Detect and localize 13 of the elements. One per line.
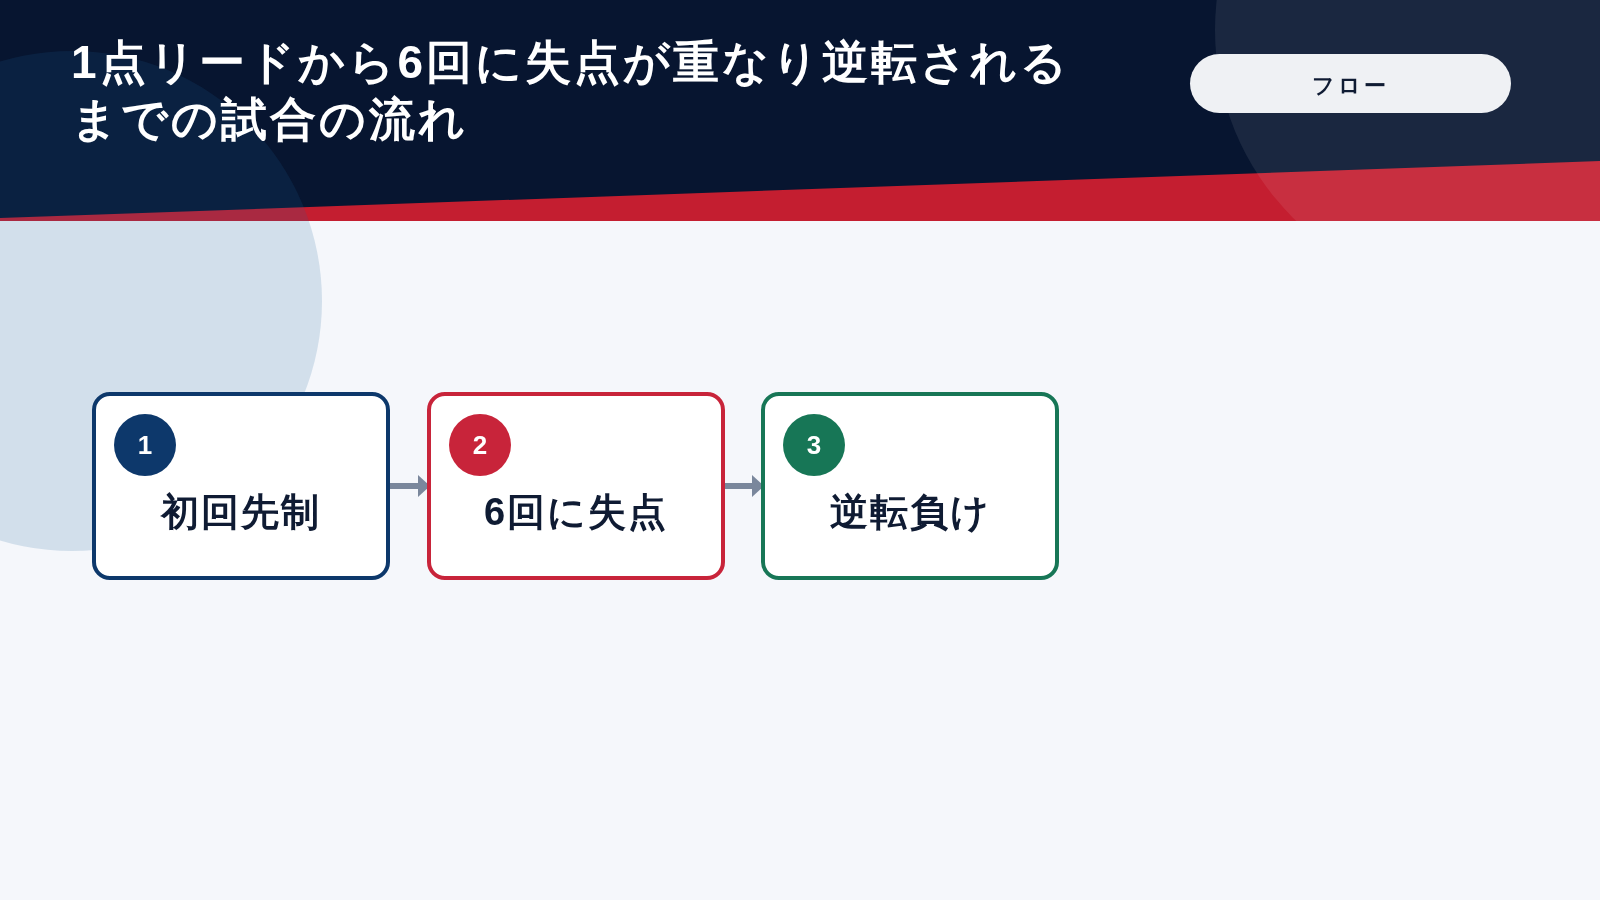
step-title: 初回先制 [159,490,322,535]
step-number-badge: 1 [114,414,176,476]
arrow [390,475,430,497]
step-number-badge: 2 [449,414,511,476]
step-box [92,392,390,580]
step-box [761,392,1059,580]
step-box [427,392,725,580]
step-title: 逆転負け [828,490,992,535]
step-number-badge: 3 [783,414,845,476]
title: 1点リードから6回に失点が重なり逆転されるまでの試合の流れ [71,35,1072,147]
category-tag: フロー [1190,54,1511,113]
step-title: 6回に失点 [482,490,670,535]
arrow [725,475,764,497]
